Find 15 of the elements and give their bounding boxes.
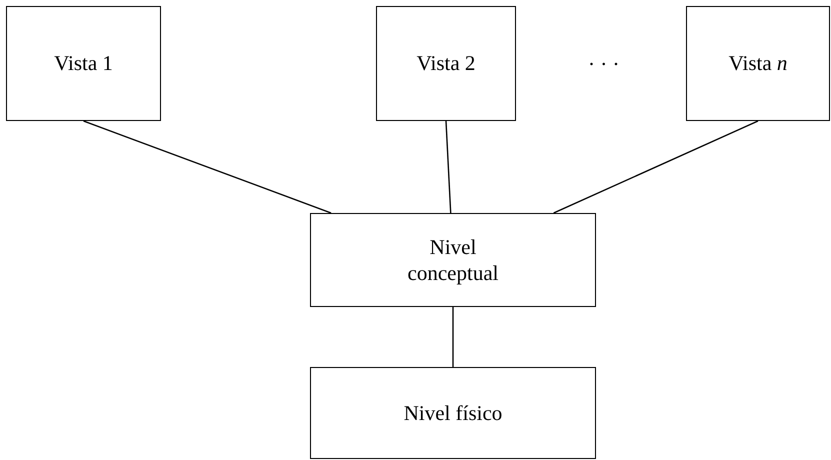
view-box	[686, 6, 830, 121]
node-label: Vista 2	[416, 50, 476, 77]
view-box	[376, 6, 516, 121]
connector-line	[553, 120, 758, 214]
node-label: Nivel conceptual	[406, 234, 500, 286]
level-box	[310, 367, 596, 459]
node-label: Vista 1	[54, 50, 113, 77]
ellipsis-text: · · ·	[588, 52, 620, 77]
connector-line	[83, 120, 332, 214]
view-box	[6, 6, 161, 121]
connector-line	[445, 120, 452, 214]
node-label: Nivel físico	[404, 400, 502, 426]
connector-line	[452, 307, 454, 367]
level-box	[310, 213, 596, 307]
node-label: Vista n	[728, 50, 788, 77]
